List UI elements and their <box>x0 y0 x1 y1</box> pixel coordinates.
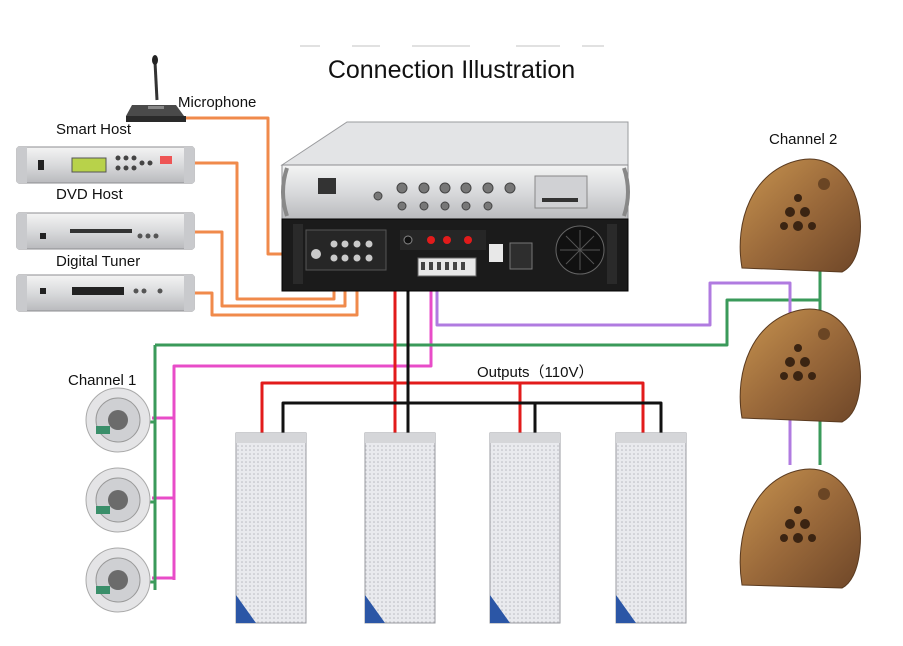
microphone-icon <box>126 55 186 122</box>
amplifier-icon <box>280 121 630 292</box>
rock-speaker-icon <box>739 468 861 589</box>
column-speaker-icon <box>235 432 307 624</box>
digital-tuner-icon <box>16 274 195 312</box>
channel1-green-cable <box>148 298 820 590</box>
dvd-host-cable <box>195 230 347 308</box>
dvd-host-icon <box>16 212 195 250</box>
digital-tuner-cable <box>195 266 359 317</box>
rock-speaker-icon <box>739 308 861 423</box>
rock-speaker-icon <box>739 158 861 273</box>
ceiling-speaker-icon <box>85 467 151 533</box>
label-outputs: Outputs（110V） <box>477 364 594 381</box>
label-channel-2: Channel 2 <box>769 131 838 148</box>
smart-host-icon <box>16 146 195 184</box>
label-digital-tuner: Digital Tuner <box>56 253 141 270</box>
ceiling-speaker-icon <box>85 387 151 453</box>
channel2-cable <box>435 278 792 465</box>
label-dvd-host: DVD Host <box>56 186 123 203</box>
channel1-cable <box>152 278 433 580</box>
column-speaker-icon <box>615 432 687 624</box>
column-speaker-icon <box>489 432 561 624</box>
label-microphone: Microphone <box>178 94 257 111</box>
ceiling-speaker-icon <box>85 547 151 613</box>
label-channel-1: Channel 1 <box>68 372 137 389</box>
column-speaker-icon <box>364 432 436 624</box>
diagram-title: Connection Illustration <box>327 56 576 84</box>
label-smart-host: Smart Host <box>56 121 132 138</box>
